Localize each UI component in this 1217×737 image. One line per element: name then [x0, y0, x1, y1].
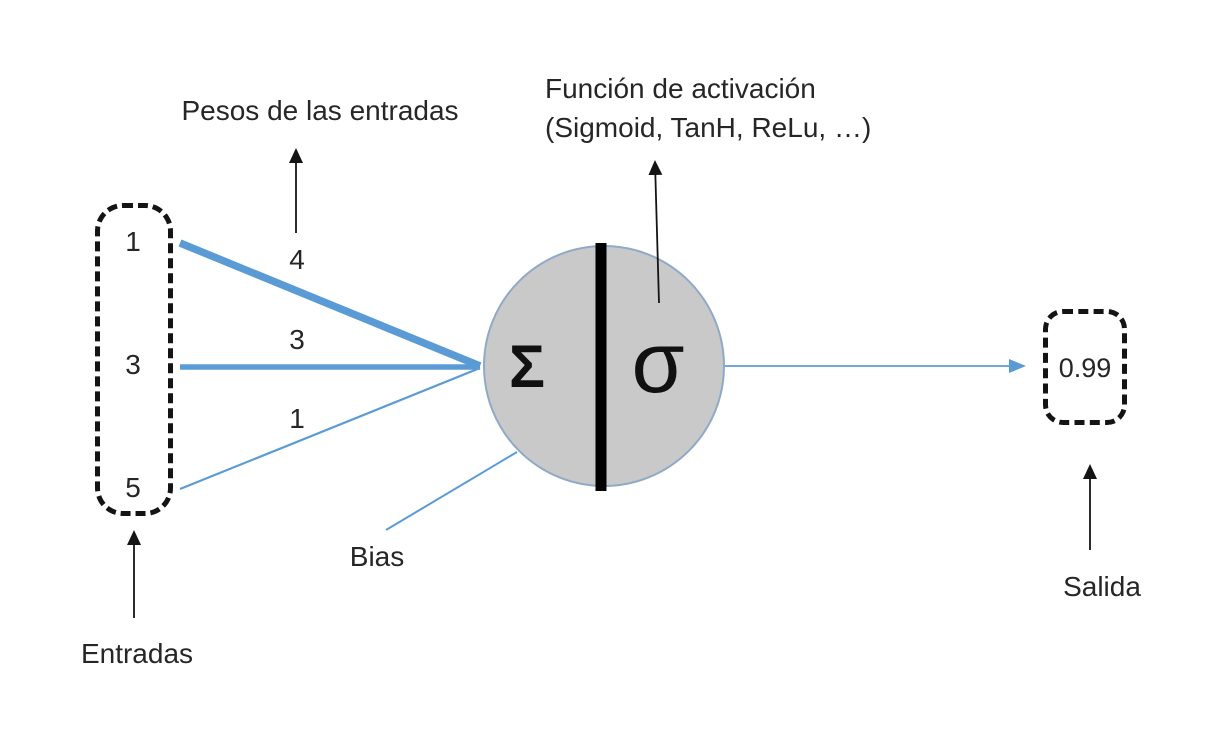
output-label: Salida	[1063, 571, 1141, 602]
weights-title: Pesos de las entradas	[181, 95, 459, 126]
weight-value-3: 1	[289, 403, 305, 434]
sum-symbol: Σ	[508, 333, 546, 400]
inputs-label: Entradas	[80, 638, 194, 669]
activation-up-arrow	[648, 160, 663, 304]
input-value-2: 3	[125, 349, 141, 380]
bias-label: Bias	[349, 541, 405, 572]
activation-title: Función de activación	[545, 73, 816, 104]
weight-line-input5	[179, 366, 481, 491]
activation-symbol: σ	[631, 315, 685, 411]
output-value: 0.99	[1058, 353, 1112, 383]
weight-line-input1	[178, 239, 482, 370]
weight-value-2: 3	[289, 324, 305, 355]
weight-value-1: 4	[289, 244, 305, 275]
input-value-3: 5	[125, 472, 141, 503]
input-value-1: 1	[125, 226, 141, 257]
activation-subtitle: (Sigmoid, TanH, ReLu, …)	[545, 112, 872, 143]
output-box	[1043, 309, 1127, 425]
bias-line	[385, 451, 518, 531]
inputs-box	[95, 203, 173, 516]
